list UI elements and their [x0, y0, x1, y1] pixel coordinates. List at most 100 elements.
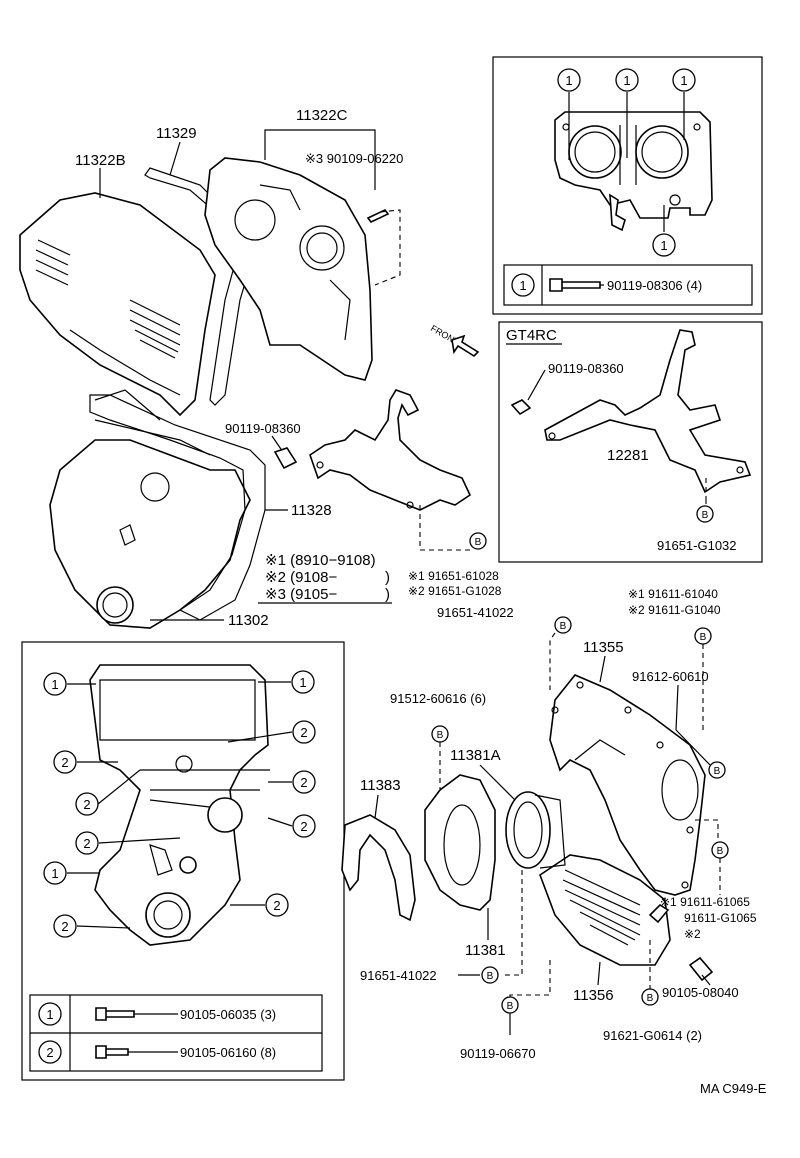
bolt-icon	[549, 278, 601, 292]
label-91512-60616: 91512-60616 (6)	[390, 691, 486, 706]
callout-2-f	[292, 770, 316, 794]
svg-text:※2: ※2	[684, 927, 701, 941]
label-91621-G0614: 91621-G0614 (2)	[603, 1028, 702, 1043]
label-90119-08360: 90119-08360	[225, 421, 301, 436]
label-91651-G1028: ※2 91651-G1028	[408, 584, 502, 598]
svg-text:): )	[385, 569, 390, 586]
svg-text:2: 2	[61, 755, 68, 770]
svg-text:B: B	[475, 537, 482, 548]
label-90105-08040: 90105-08040	[662, 985, 739, 1000]
label-91651-41022-top: 91651-41022	[437, 605, 514, 620]
callout-2-h	[265, 893, 289, 917]
label-91612-60610: 91612-60610	[632, 669, 709, 684]
label-11302: 11302	[228, 612, 269, 629]
inset-gt4rc-frame	[498, 321, 763, 563]
inset-top-right: 1 1 1 1 1 90119-08306 (4)	[492, 56, 763, 315]
label-91611-G1065: 91611-G1065	[684, 911, 757, 925]
gt4rc-nut-label: 91651-G1032	[657, 538, 737, 553]
lower-timing-cover-11302	[49, 389, 251, 629]
marker-b-gt4rc	[696, 505, 714, 523]
svg-text:90105-06160 (8): 90105-06160 (8)	[180, 1045, 276, 1060]
note-2: ※2 (9108−	[265, 569, 337, 586]
label-91611-61065: ※1 91611-61065	[660, 895, 750, 909]
svg-text:2: 2	[300, 775, 307, 790]
label-91611-61040: ※1 91611-61040	[628, 587, 718, 601]
label-90119-06670: 90119-06670	[460, 1046, 536, 1061]
svg-text:2: 2	[83, 797, 90, 812]
callout-1-left-top	[43, 672, 67, 696]
oil-seal-11381A	[505, 791, 566, 869]
label-91651-41022-bottom: 91651-41022	[360, 968, 437, 983]
svg-text:B: B	[702, 510, 709, 521]
label-90109-06220: ※3 90109-06220	[305, 151, 403, 166]
gt4rc-bracket-drawing	[544, 329, 752, 494]
svg-text:1: 1	[299, 675, 306, 690]
callout-2-e	[292, 720, 316, 744]
gasket-11328	[89, 394, 266, 621]
clip-icon	[366, 208, 390, 224]
label-11328: 11328	[291, 502, 332, 519]
date-notes: ※1 (8910−9108) ※2 (9108− ) ※3 (9105− )	[258, 552, 392, 604]
inset-bottom-left: 1 1 1 2 2 2 2 2 2 2 2	[21, 641, 345, 1081]
svg-text:2: 2	[300, 725, 307, 740]
note-3: ※3 (9105−	[265, 586, 337, 603]
bolt-short-icon	[95, 1007, 135, 1021]
inset-bottom-left-legend: 1 90105-06035 (3) 2 90105-06160 (8)	[29, 994, 323, 1072]
callout-1-a: 1	[557, 68, 581, 92]
label-11381A: 11381A	[450, 747, 501, 764]
label-11356: 11356	[573, 987, 614, 1004]
svg-text:2: 2	[300, 819, 307, 834]
label-11381: 11381	[465, 942, 506, 959]
svg-text:1: 1	[51, 866, 58, 881]
inset-gt4rc-title: GT4RC	[506, 327, 557, 344]
gt4rc-bolt-icon	[510, 399, 532, 416]
label-91611-G1040: ※2 91611-G1040	[628, 603, 721, 617]
svg-text:2: 2	[61, 919, 68, 934]
svg-text:1: 1	[565, 73, 572, 88]
upper-timing-cover-no3	[204, 157, 373, 381]
svg-text:B: B	[714, 766, 721, 777]
svg-text:2: 2	[273, 898, 280, 913]
svg-text:1: 1	[51, 677, 58, 692]
inset-top-right-legend: 1 90119-08306 (4)	[503, 264, 753, 306]
gasket-outline-drawing	[89, 664, 270, 946]
gasket-11383	[341, 814, 416, 922]
callout-1-c: 1	[672, 68, 696, 92]
marker-b-center	[469, 532, 487, 550]
callout-1-right-top	[291, 670, 315, 694]
svg-text:1: 1	[660, 238, 667, 253]
svg-text:1: 1	[623, 73, 630, 88]
svg-text:2: 2	[46, 1045, 53, 1060]
callout-2-d	[53, 914, 77, 938]
bolt-long-icon	[95, 1045, 129, 1059]
svg-text:): )	[385, 586, 390, 603]
note-1: ※1 (8910−9108)	[265, 552, 376, 569]
svg-text:1: 1	[680, 73, 687, 88]
callout-1-d: 1	[652, 233, 676, 257]
inset-top-right-frame	[492, 56, 763, 315]
upper-timing-cover-no2	[19, 192, 216, 417]
bolt-91611-icon	[648, 903, 670, 924]
callout-2-a	[53, 750, 77, 774]
label-11383: 11383	[360, 777, 401, 794]
callout-1-b: 1	[615, 68, 639, 92]
bolt-90105-icon	[688, 956, 714, 982]
gt4rc-bracket-label: 12281	[607, 447, 649, 464]
svg-text:90119-08306 (4): 90119-08306 (4)	[607, 278, 702, 293]
cover-bracket	[309, 389, 472, 511]
callout-2-g	[292, 814, 316, 838]
callout-2-c	[75, 831, 99, 855]
svg-text:90105-06035 (3): 90105-06035 (3)	[180, 1007, 276, 1022]
timing-plate-drawing	[554, 111, 713, 232]
label-11322C: 11322C	[296, 107, 348, 124]
svg-text:1: 1	[519, 278, 526, 293]
svg-text:B: B	[717, 846, 724, 857]
inset-gt4rc: GT4RC 90119-08360 12281 B 91651-G1032	[498, 321, 763, 563]
retainer-11381	[424, 774, 496, 911]
bolt-90119-icon	[273, 447, 298, 470]
svg-text:B: B	[487, 971, 494, 982]
callout-1-left-mid	[43, 861, 67, 885]
svg-text:B: B	[437, 730, 444, 741]
label-11322B: 11322B	[75, 152, 126, 169]
